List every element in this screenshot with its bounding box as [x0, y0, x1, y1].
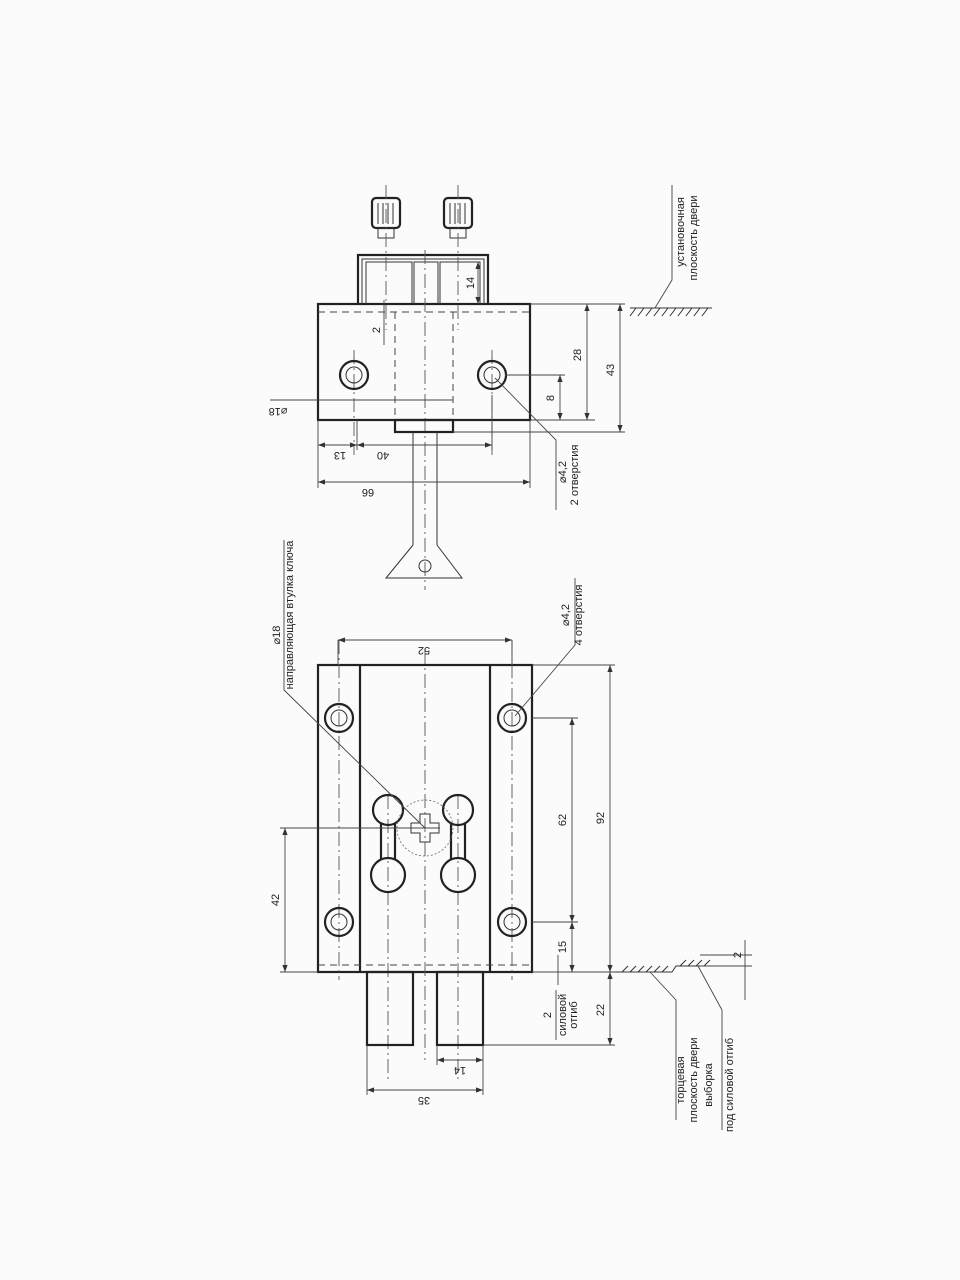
holes-count-note: 4 отверстия	[573, 585, 585, 646]
dim-43: 43	[605, 364, 617, 376]
recess-depth-2: 2	[732, 952, 744, 958]
end-plane-line1: торцевая	[675, 1056, 687, 1103]
bushing-label-note: направляющая втулка ключа	[284, 540, 296, 690]
bolt	[365, 970, 415, 1047]
dim-28: 28	[572, 349, 584, 361]
end-plane-line2: плоскость двери	[688, 1037, 700, 1122]
holes-size-note: ⌀4,2	[557, 461, 569, 483]
bolt	[435, 970, 485, 1047]
holes-size-note: ⌀4,2	[560, 604, 572, 626]
plane-note-line2: плоскость двери	[688, 195, 700, 280]
dim-35: 35	[418, 1094, 430, 1106]
dim-13: 13	[334, 449, 346, 461]
dim-66: 66	[362, 486, 374, 498]
recess-line1: выборка	[703, 1062, 715, 1106]
bend-note-line2: отгиб	[568, 1001, 580, 1028]
holes-count-note: 2 отверстия	[569, 445, 581, 506]
dim-8: 8	[545, 395, 557, 401]
recess-line2: под силовой отгиб	[724, 1038, 736, 1132]
mounting-hole-icon	[496, 906, 528, 938]
mounting-plane-hatch	[629, 307, 712, 317]
front-view: 52 92 62 15 22 42 35 14 2 силовой отгиб …	[270, 540, 752, 1132]
bushing-size-note: ⌀18	[271, 626, 283, 645]
dim-62: 62	[557, 814, 569, 826]
key	[384, 432, 464, 579]
mounting-hole-icon	[496, 702, 528, 734]
dim-14: 14	[465, 277, 477, 289]
dim-52: 52	[418, 644, 430, 656]
top-view: 13 40 66 ⌀18 43 28 8 2 14 ⌀4,2 2 отверст…	[269, 185, 712, 590]
dim-42: 42	[270, 894, 282, 906]
dim-40: 40	[377, 449, 389, 461]
knob-slot-icon	[369, 793, 407, 894]
dim-22: 22	[595, 1004, 607, 1016]
plane-note-line1: установочная	[675, 197, 687, 267]
bushing-circle	[396, 799, 454, 857]
mounting-hole-icon	[323, 906, 355, 938]
key-bushing	[393, 418, 455, 434]
dim-14: 14	[454, 1064, 466, 1076]
mounting-hole-icon	[338, 359, 370, 391]
knob-slot-icon	[439, 793, 477, 894]
mounting-hole-icon	[323, 702, 355, 734]
dim-bushing-18: ⌀18	[269, 405, 288, 417]
bend-note-line1: силовой	[557, 994, 569, 1036]
bracket	[356, 253, 490, 304]
dim-15: 15	[557, 941, 569, 953]
dim-2: 2	[371, 327, 383, 333]
keyhole-cross-icon	[410, 813, 440, 843]
dim-92: 92	[595, 812, 607, 824]
bend-size: 2	[542, 1012, 554, 1018]
door-plane-hatch	[615, 959, 715, 973]
